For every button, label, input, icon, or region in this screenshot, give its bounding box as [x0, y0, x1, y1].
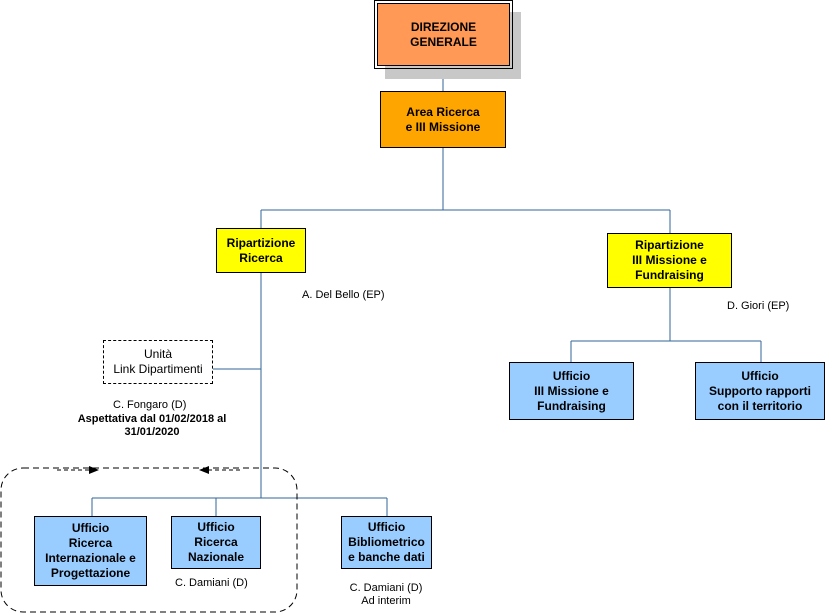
right-arrow-icon: [57, 466, 99, 474]
direzione-generale-box[interactable]: DIREZIONE GENERALE: [374, 0, 513, 69]
area-ricerca-box[interactable]: Area Ricerca e III Missione: [380, 91, 506, 148]
left-arrow-icon: [199, 466, 240, 474]
ufficio-bibliometrico-box[interactable]: Ufficio Bibliometrico e banche dati: [341, 516, 432, 569]
dashed-group-outline: [0, 467, 298, 613]
ufficio-supporto-box[interactable]: Ufficio Supporto rapporti con il territo…: [695, 362, 825, 420]
note-del-bello: A. Del Bello (EP): [302, 289, 385, 301]
note-fongaro: C. Fongaro (D): [113, 399, 187, 411]
ripartizione-missione-box[interactable]: Ripartizione III Missione e Fundraising: [607, 233, 732, 288]
note-giori: D. Giori (EP): [727, 300, 790, 312]
ufficio-ricerca-internazionale-box[interactable]: Ufficio Ricerca Internazionale e Progett…: [34, 516, 147, 586]
note-damiani-bibliometrico: C. Damiani (D) Ad interim: [349, 582, 423, 607]
ufficio-missione-box[interactable]: Ufficio III Missione e Fundraising: [509, 362, 634, 420]
unita-link-dipartimenti-box[interactable]: Unità Link Dipartimenti: [103, 340, 213, 384]
note-damiani-nazionale: C. Damiani (D): [175, 577, 248, 589]
note-aspettativa: Aspettativa dal 01/02/2018 al 31/01/2020: [77, 413, 227, 438]
ripartizione-ricerca-box[interactable]: Ripartizione Ricerca: [216, 228, 306, 273]
ufficio-ricerca-nazionale-box[interactable]: Ufficio Ricerca Nazionale: [171, 516, 261, 569]
connector-lines: [91, 68, 762, 516]
